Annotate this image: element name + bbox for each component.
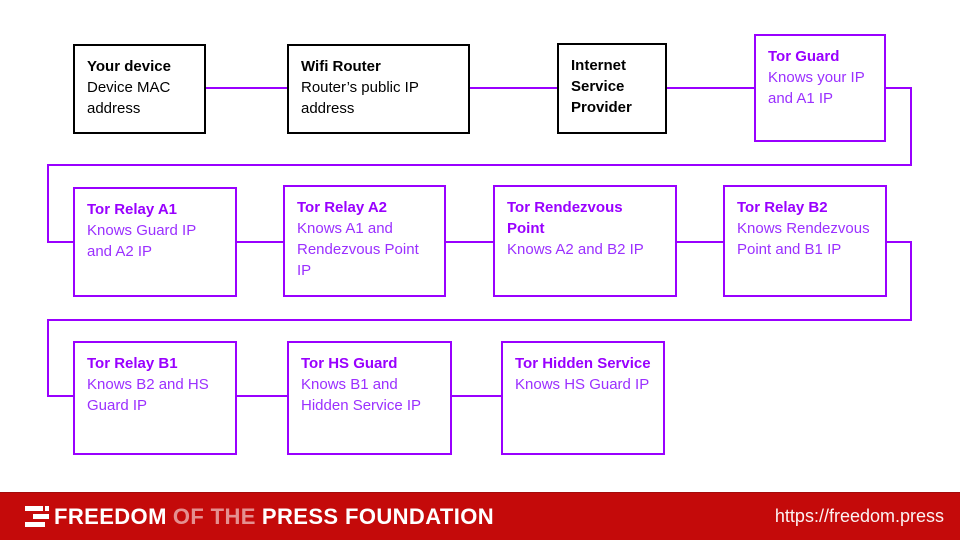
connector-line: [47, 241, 75, 243]
connector-line: [47, 395, 75, 397]
connector-line: [667, 87, 754, 89]
connector-line: [47, 164, 912, 166]
node-body: Knows A2 and B2 IP: [507, 241, 644, 258]
connector-line: [47, 319, 912, 321]
node-title: Tor Relay B2: [737, 199, 828, 216]
node-internet-service-provider: Internet Service Provider: [557, 43, 667, 134]
node-tor-hs-guard: Tor HS Guard Knows B1 and Hidden Service…: [287, 341, 452, 455]
node-title: Your device: [87, 58, 171, 75]
connector-line: [910, 87, 912, 166]
node-tor-relay-b2: Tor Relay B2 Knows Rendezvous Point and …: [723, 185, 887, 297]
node-title: Tor Rendezvous Point: [507, 199, 623, 237]
node-body: Knows A1 and Rendezvous Point IP: [297, 220, 419, 279]
node-body: Knows B1 and Hidden Service IP: [301, 376, 422, 414]
node-tor-rendezvous-point: Tor Rendezvous Point Knows A2 and B2 IP: [493, 185, 677, 297]
node-tor-relay-b1: Tor Relay B1 Knows B2 and HS Guard IP: [73, 341, 237, 455]
node-title: Tor Relay A1: [87, 201, 178, 218]
connector-line: [677, 241, 723, 243]
connector-line: [886, 87, 912, 89]
node-title: Tor Guard: [768, 48, 840, 65]
connector-line: [910, 241, 912, 321]
connector-line: [206, 87, 287, 89]
node-body: Knows Rendezvous Point and B1 IP: [737, 220, 870, 258]
node-body: Knows Guard IP and A2 IP: [87, 222, 196, 260]
node-your-device: Your device Device MAC address: [73, 44, 206, 134]
brand-press-foundation: PRESS FOUNDATION: [261, 503, 495, 529]
brand-freedom: FREEDOM: [54, 503, 167, 529]
connector-line: [237, 395, 287, 397]
node-body: Knows HS Guard IP: [515, 376, 650, 393]
node-title: Tor Relay A2: [297, 199, 388, 216]
connector-line: [446, 241, 493, 243]
node-tor-relay-a1: Tor Relay A1 Knows Guard IP and A2 IP: [73, 187, 237, 297]
node-title: Wifi Router: [301, 58, 381, 75]
brand-of-the: OF THE: [172, 503, 256, 529]
connector-line: [237, 241, 283, 243]
node-body: Router’s public IP address: [301, 79, 419, 117]
node-body: Knows B2 and HS Guard IP: [87, 376, 209, 414]
connector-line: [887, 241, 912, 243]
node-title: Tor Hidden Service: [515, 355, 651, 372]
node-tor-relay-a2: Tor Relay A2 Knows A1 and Rendezvous Poi…: [283, 185, 446, 297]
connector-line: [452, 395, 501, 397]
node-body: Device MAC address: [87, 79, 171, 117]
node-title: Internet Service Provider: [571, 57, 632, 116]
node-wifi-router: Wifi Router Router’s public IP address: [287, 44, 470, 134]
connector-line: [47, 319, 49, 397]
connector-line: [470, 87, 557, 89]
node-title: Tor Relay B1: [87, 355, 178, 372]
node-body: Knows your IP and A1 IP: [768, 69, 865, 107]
connector-line: [47, 164, 49, 243]
node-title: Tor HS Guard: [301, 355, 398, 372]
fpf-redacted-lines-logo-icon: [25, 506, 49, 527]
node-tor-hidden-service: Tor Hidden Service Knows HS Guard IP: [501, 341, 665, 455]
node-tor-guard: Tor Guard Knows your IP and A1 IP: [754, 34, 886, 142]
footer-url: https://freedom.press: [774, 506, 944, 526]
